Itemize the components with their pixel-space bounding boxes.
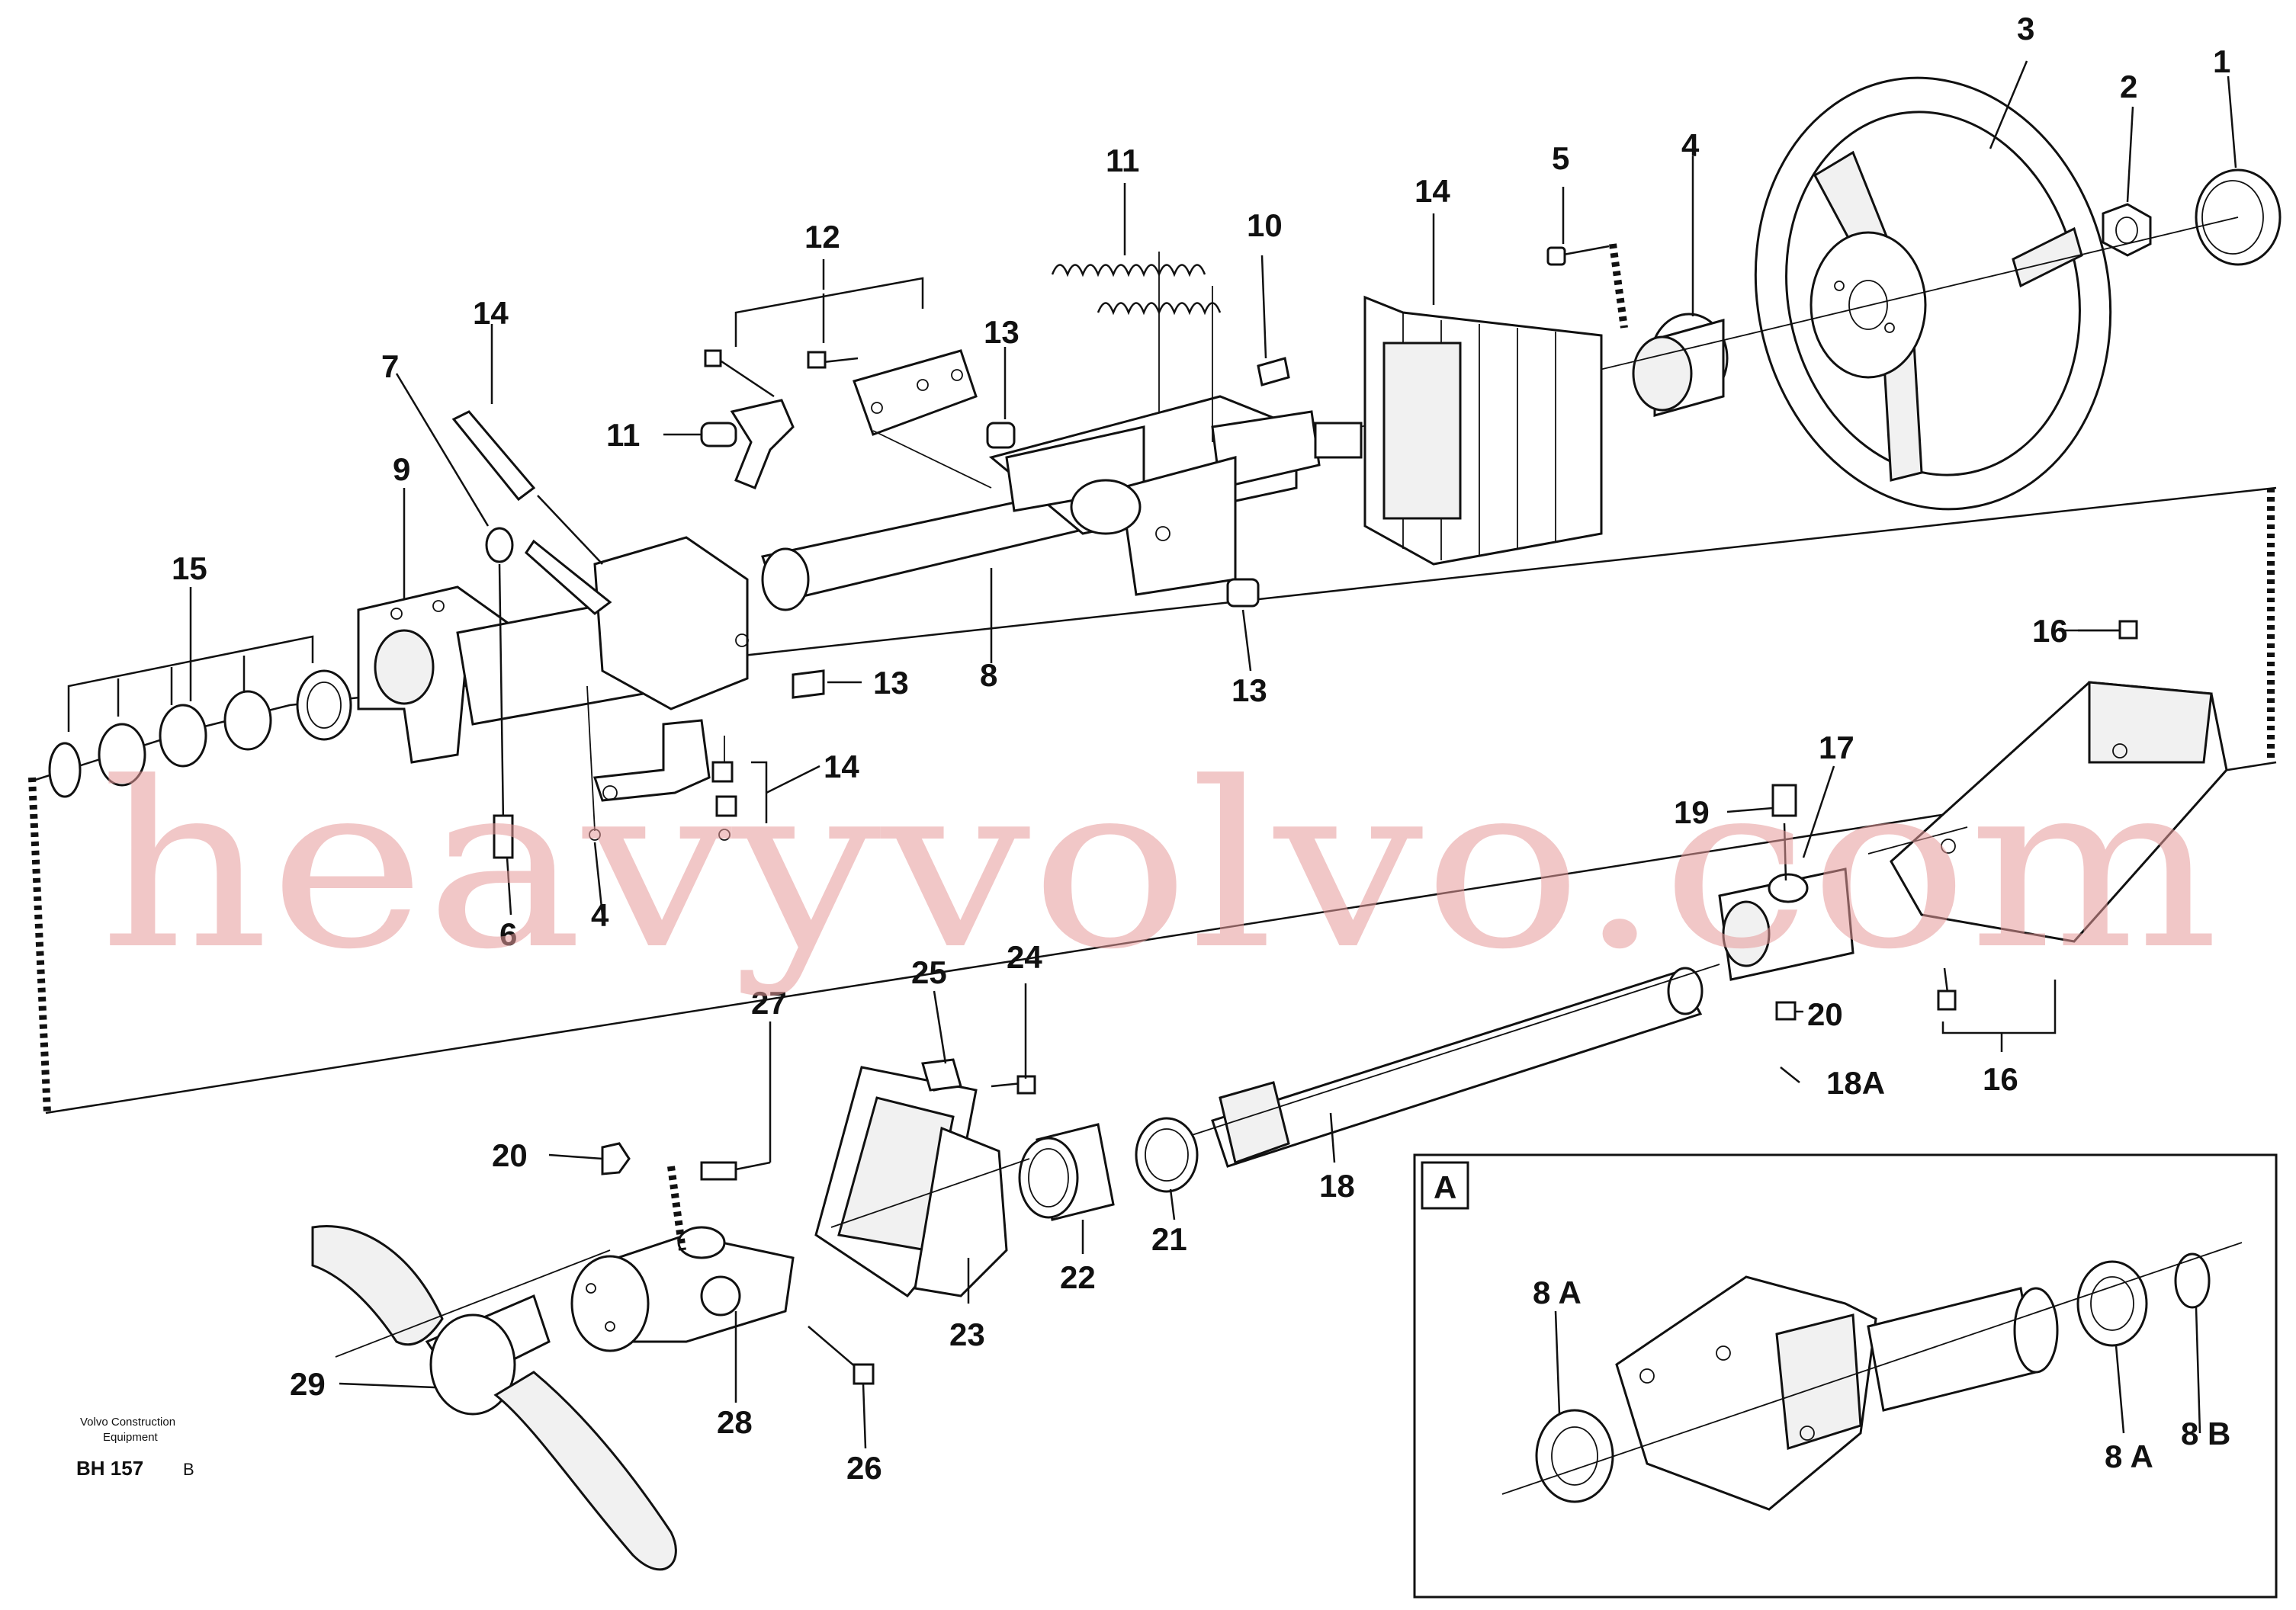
hub-nut — [2102, 203, 2152, 257]
callout-2: 2 — [2120, 69, 2137, 104]
screw-5 — [1546, 243, 1628, 329]
spring-pack-15 — [48, 635, 352, 798]
callout-1: 1 — [2213, 43, 2230, 79]
ratchet-plate — [807, 349, 992, 489]
callout-26: 26 — [846, 1450, 882, 1486]
lock-lever — [704, 349, 795, 489]
steering-wheel — [1754, 76, 2112, 511]
bellows-boot — [1363, 295, 1603, 566]
callout-20: 20 — [1807, 996, 1843, 1032]
callout-29: 29 — [290, 1366, 326, 1402]
springs — [1051, 252, 1222, 442]
watermark: heavyvolvo.com — [99, 733, 2219, 999]
company-line-2: Equipment — [103, 1431, 159, 1444]
callout-8a-b: 8 A — [2105, 1438, 2153, 1474]
callout-16: 16 — [2032, 613, 2068, 649]
leader-lines — [189, 60, 2237, 1449]
callout-11: 11 — [1106, 143, 1139, 178]
callout-4-b: 4 — [591, 897, 609, 933]
yoke-29 — [311, 1225, 677, 1571]
callout-7: 7 — [381, 348, 399, 384]
bushing-22 — [1018, 1123, 1115, 1221]
callout-12: 12 — [804, 219, 840, 255]
callout-19: 19 — [1674, 794, 1710, 830]
callout-4: 4 — [1681, 127, 1700, 163]
plugs — [663, 357, 1290, 608]
bolt-6 — [493, 563, 731, 859]
callout-18a: 18A — [1826, 1065, 1885, 1101]
callout-25: 25 — [911, 954, 947, 990]
callout-10: 10 — [1247, 207, 1283, 243]
callout-8: 8 — [980, 657, 997, 693]
bracket-12 — [734, 277, 924, 347]
callout-17: 17 — [1819, 730, 1854, 765]
universal-joint-upper — [1718, 784, 1854, 1021]
callout-8a: 8 A — [1533, 1275, 1582, 1310]
callout-9: 9 — [393, 451, 410, 487]
callout-15: 15 — [172, 550, 207, 586]
callout-3: 3 — [2017, 11, 2034, 47]
callout-labels: 1 2 3 4 5 14 10 11 12 13 11 14 7 9 15 8 … — [172, 11, 2230, 1486]
callout-18: 18 — [1319, 1168, 1355, 1204]
callout-27: 27 — [751, 985, 787, 1021]
bearing-sleeve — [1632, 313, 1729, 417]
callout-6: 6 — [499, 916, 517, 952]
callout-13-c: 13 — [873, 665, 909, 701]
callout-16-b: 16 — [1983, 1061, 2018, 1097]
steering-column-upper — [761, 395, 1363, 611]
company-line-1: Volvo Construction — [80, 1416, 175, 1429]
seal-ring-21 — [1135, 1117, 1199, 1193]
inset-label: A — [1434, 1169, 1456, 1205]
callout-5: 5 — [1552, 140, 1569, 176]
callout-8b: 8 B — [2181, 1416, 2230, 1451]
callout-13: 13 — [984, 314, 1020, 350]
callout-24: 24 — [1007, 939, 1042, 975]
clip-and-screw — [921, 1058, 1036, 1095]
callout-22: 22 — [1060, 1259, 1096, 1295]
column-tube — [451, 410, 825, 726]
steering-shaft-lower — [1189, 964, 1800, 1168]
drawing-code: BH 157 — [76, 1457, 143, 1480]
floor-boot — [814, 1062, 1030, 1297]
callout-14: 14 — [1415, 173, 1450, 209]
inset-a-bearing-assembly — [1501, 1242, 2243, 1511]
callout-14-b: 14 — [473, 295, 509, 331]
callout-11-b: 11 — [606, 417, 640, 453]
callout-20-b: 20 — [492, 1137, 528, 1173]
callout-28: 28 — [717, 1404, 753, 1440]
callout-14-c: 14 — [824, 749, 859, 784]
callout-23: 23 — [949, 1317, 985, 1352]
drawing-revision: B — [183, 1460, 194, 1479]
callout-21: 21 — [1151, 1221, 1187, 1257]
callout-13-b: 13 — [1231, 672, 1267, 708]
footer: Volvo Construction Equipment BH 157 B — [76, 1416, 194, 1480]
universal-joint-lower — [570, 1142, 875, 1385]
switch-bracket — [592, 719, 768, 823]
